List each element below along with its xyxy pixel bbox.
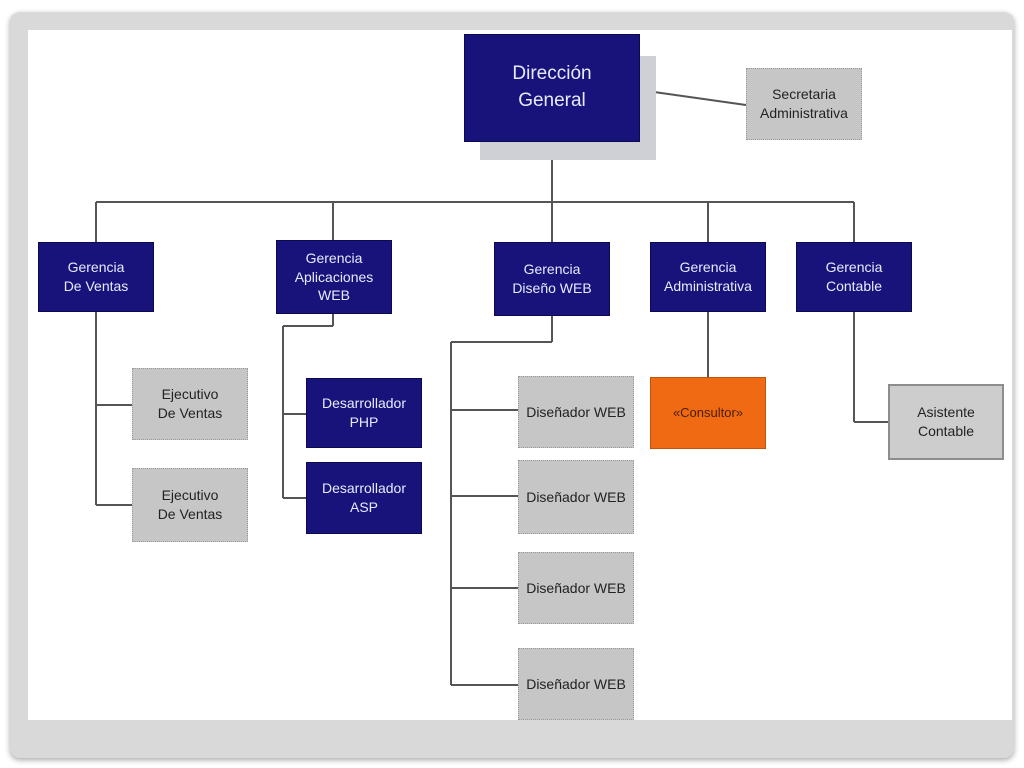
node-gerencia-contable[interactable]: Gerencia Contable (796, 242, 912, 312)
node-line: Administrativa (664, 278, 752, 294)
node-direccion-general[interactable]: Dirección General (464, 34, 640, 142)
node-ejecutivo-ventas-1[interactable]: Ejecutivo De Ventas (132, 368, 248, 440)
node-line: Administrativa (760, 105, 848, 121)
node-line: Asistente (917, 404, 975, 421)
node-desarrollador-asp[interactable]: Desarrollador ASP (306, 462, 422, 534)
node-asistente-contable[interactable]: Asistente Contable (888, 384, 1004, 460)
node-line: WEB (318, 287, 350, 304)
node-line: Contable (917, 423, 975, 439)
node-line: Desarrollador (321, 480, 407, 497)
node-line: Diseñador WEB (526, 579, 626, 596)
node-disenador-web-1[interactable]: Diseñador WEB (518, 376, 634, 448)
node-line: Diseño WEB (512, 280, 592, 296)
node-line: De Ventas (157, 405, 223, 421)
connector-root-assistant (639, 89, 747, 106)
node-disenador-web-3[interactable]: Diseñador WEB (518, 552, 634, 624)
node-line: Ejecutivo (161, 487, 219, 504)
node-line: Gerencia (825, 259, 883, 276)
node-gerencia-ventas[interactable]: Gerencia De Ventas (38, 242, 154, 312)
node-line: Secretaria (772, 86, 836, 103)
node-line: De Ventas (157, 506, 223, 522)
connector-lines (95, 89, 888, 686)
node-line: Gerencia (679, 259, 737, 276)
node-line: Gerencia (67, 259, 125, 276)
node-consultor[interactable]: «Consultor» (650, 377, 766, 449)
org-chart-canvas: Dirección General Secretaria Administrat… (28, 30, 1012, 720)
node-line: Contable (825, 278, 883, 294)
node-gerencia-diseno-web[interactable]: Gerencia Diseño WEB (494, 242, 610, 316)
node-line: PHP (349, 414, 379, 430)
node-line: Desarrollador (321, 395, 407, 412)
node-line: «Consultor» (672, 405, 744, 421)
node-gerencia-aplicaciones-web[interactable]: Gerencia Aplicaciones WEB (276, 240, 392, 314)
node-disenador-web-4[interactable]: Diseñador WEB (518, 648, 634, 720)
node-line: Ejecutivo (161, 386, 219, 403)
node-line: General (518, 90, 586, 111)
node-line: Diseñador WEB (526, 488, 626, 505)
node-line: Diseñador WEB (526, 403, 626, 420)
node-gerencia-administrativa[interactable]: Gerencia Administrativa (650, 242, 766, 312)
node-line: Diseñador WEB (526, 675, 626, 692)
node-line: Gerencia (305, 249, 363, 266)
node-line: ASP (349, 499, 378, 515)
node-desarrollador-php[interactable]: Desarrollador PHP (306, 378, 422, 448)
node-line: Aplicaciones (294, 268, 374, 285)
node-line: Dirección (512, 63, 592, 85)
node-line: Gerencia (523, 261, 581, 278)
node-line: De Ventas (63, 278, 129, 294)
node-secretaria-administrativa[interactable]: Secretaria Administrativa (746, 68, 862, 140)
node-disenador-web-2[interactable]: Diseñador WEB (518, 460, 634, 534)
node-ejecutivo-ventas-2[interactable]: Ejecutivo De Ventas (132, 468, 248, 542)
